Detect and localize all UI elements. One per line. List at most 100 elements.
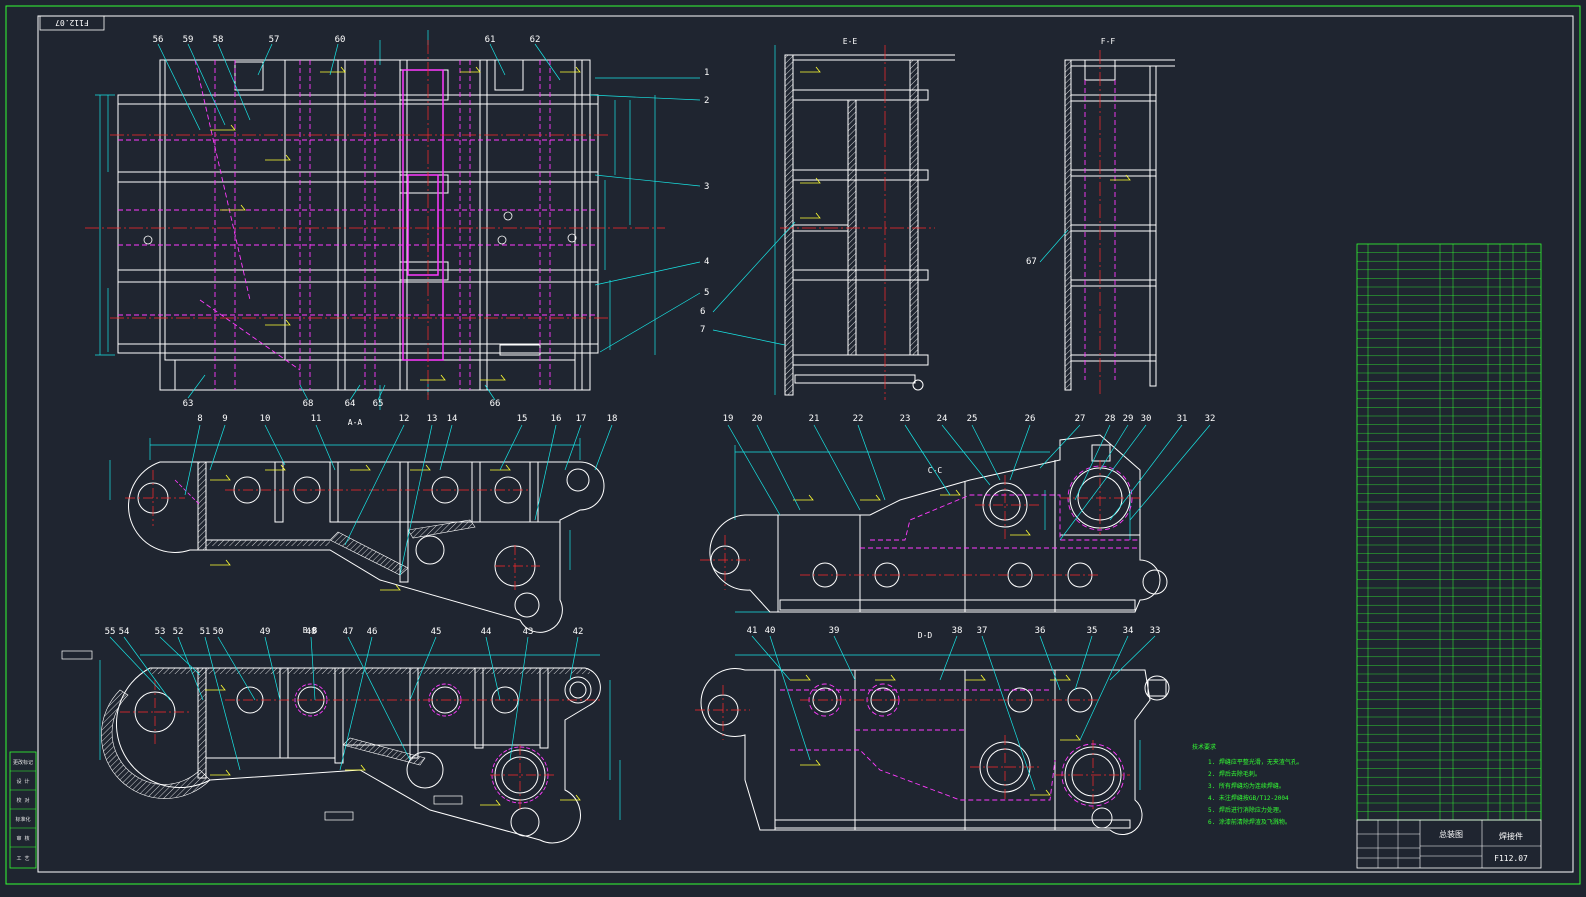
callout-label: 41 — [747, 626, 758, 636]
callout-label: 44 — [481, 627, 492, 637]
callout-label: 42 — [573, 627, 584, 637]
inner-border — [37, 15, 1574, 873]
section-f-f: F-F 67 — [1026, 37, 1175, 395]
callout-label: 52 — [173, 627, 184, 637]
callout-label: 10 — [260, 414, 271, 424]
callout-label: 11 — [311, 414, 322, 424]
callout-label: 61 — [485, 35, 496, 45]
section-label: D-D — [918, 631, 933, 640]
callout-label: 2 — [704, 96, 709, 106]
callout-label: 62 — [530, 35, 541, 45]
callout-label: 38 — [952, 626, 963, 636]
callout-label: 50 — [213, 627, 224, 637]
callout-label: 46 — [367, 627, 378, 637]
callout-label: 57 — [269, 35, 280, 45]
callout-label: 16 — [551, 414, 562, 424]
note-line: 2. 焊后去除毛刺。 — [1208, 770, 1261, 778]
callout-label: 63 — [183, 399, 194, 409]
callout-label: 15 — [517, 414, 528, 424]
callout-label: 54 — [119, 627, 130, 637]
callout-label: 68 — [303, 399, 314, 409]
callout-label: 8 — [197, 414, 202, 424]
left-info-bar: 更改标记 设 计 校 对 标准化 审 核 工 艺 — [9, 751, 37, 869]
left-bar-cell: 标准化 — [15, 816, 30, 823]
callout-label: 49 — [260, 627, 271, 637]
notes-title: 技术要求 — [1192, 743, 1216, 751]
callout-label: 20 — [752, 414, 763, 424]
callout-label: 23 — [900, 414, 911, 424]
callout-label: 29 — [1123, 414, 1134, 424]
section-label: B-B — [303, 626, 318, 635]
note-line: 5. 焊后进行消除应力处理。 — [1208, 806, 1285, 814]
left-bar-cell: 审 核 — [16, 835, 29, 842]
callout-label: 51 — [200, 627, 211, 637]
section-label: E-E — [843, 37, 858, 46]
callout-label: 18 — [607, 414, 618, 424]
section-e-e: E-E — [712, 37, 955, 400]
callout-label: 24 — [937, 414, 948, 424]
title-block: 总装图 焊接件 F112.07 — [1356, 819, 1542, 869]
title-label: 总装图 — [1439, 829, 1463, 839]
callout-label: 30 — [1141, 414, 1152, 424]
callout-label: 47 — [343, 627, 354, 637]
callout-label: 40 — [765, 626, 776, 636]
section-c-c: C-C — [700, 414, 1216, 613]
callout-label: 33 — [1150, 626, 1161, 636]
callout-label: 27 — [1075, 414, 1086, 424]
outer-border — [5, 5, 1581, 885]
callout-label: 5 — [704, 288, 709, 298]
callout-label: 32 — [1205, 414, 1216, 424]
callout-label: 17 — [576, 414, 587, 424]
callout-label: 45 — [431, 627, 442, 637]
callout-label: 59 — [183, 35, 194, 45]
callout-label: 48 — [306, 627, 317, 637]
callout-label: 34 — [1123, 626, 1134, 636]
callout-label: 6 — [700, 307, 705, 317]
section-d-d: D-D — [695, 626, 1170, 836]
note-line: 6. 涂漆前清除焊渣及飞溅物。 — [1208, 818, 1291, 826]
callout-label: 65 — [373, 399, 384, 409]
callout-label: 55 — [105, 627, 116, 637]
drawing-number: F112.07 — [1494, 854, 1528, 863]
callout-label: 53 — [155, 627, 166, 637]
section-label: C-C — [928, 466, 943, 475]
callout-label: 56 — [153, 35, 164, 45]
left-bar-cell: 工 艺 — [16, 856, 29, 862]
callout-label: 21 — [809, 414, 820, 424]
callout-label: 4 — [704, 257, 709, 267]
callout-label: 7 — [700, 325, 705, 335]
callout-label: 22 — [853, 414, 864, 424]
callout-label: 25 — [967, 414, 978, 424]
callout-label: 60 — [335, 35, 346, 45]
title-name: 焊接件 — [1499, 831, 1523, 841]
left-bar-cell: 设 计 — [16, 778, 29, 785]
callout-label: 43 — [523, 627, 534, 637]
left-bar-cell: 更改标记 — [13, 759, 33, 766]
callout-label: 28 — [1105, 414, 1116, 424]
section-a-a: A-A — [109, 414, 618, 633]
callout-label: 31 — [1177, 414, 1188, 424]
callout-label: 14 — [447, 414, 458, 424]
stamp-text: F112.07 — [55, 18, 89, 27]
callout-label: 35 — [1087, 626, 1098, 636]
callout-label: 9 — [222, 414, 227, 424]
section-label: F-F — [1101, 37, 1116, 46]
drawing-stamp: F112.07 — [39, 15, 105, 31]
callout-label: 66 — [490, 399, 501, 409]
parts-list — [1356, 243, 1542, 821]
section-b-b: B-B — [61, 626, 621, 844]
left-bar-cell: 校 对 — [16, 797, 29, 804]
note-line: 3. 所有焊缝均为连续焊缝。 — [1208, 782, 1285, 790]
note-line: 4. 未注焊缝按GB/T12-2004 — [1208, 794, 1289, 802]
callout-label: 37 — [977, 626, 988, 636]
callout-label: 39 — [829, 626, 840, 636]
callout-label: 26 — [1025, 414, 1036, 424]
callout-label: 67 — [1026, 257, 1037, 267]
callout-label: 58 — [213, 35, 224, 45]
callout-label: 3 — [704, 182, 709, 192]
callout-label: 36 — [1035, 626, 1046, 636]
technical-requirements: 技术要求 1. 焊缝应平整光滑，无夹渣气孔。 2. 焊后去除毛刺。 3. 所有焊… — [1192, 743, 1303, 826]
callout-label: 19 — [723, 414, 734, 424]
callout-label: 12 — [399, 414, 410, 424]
